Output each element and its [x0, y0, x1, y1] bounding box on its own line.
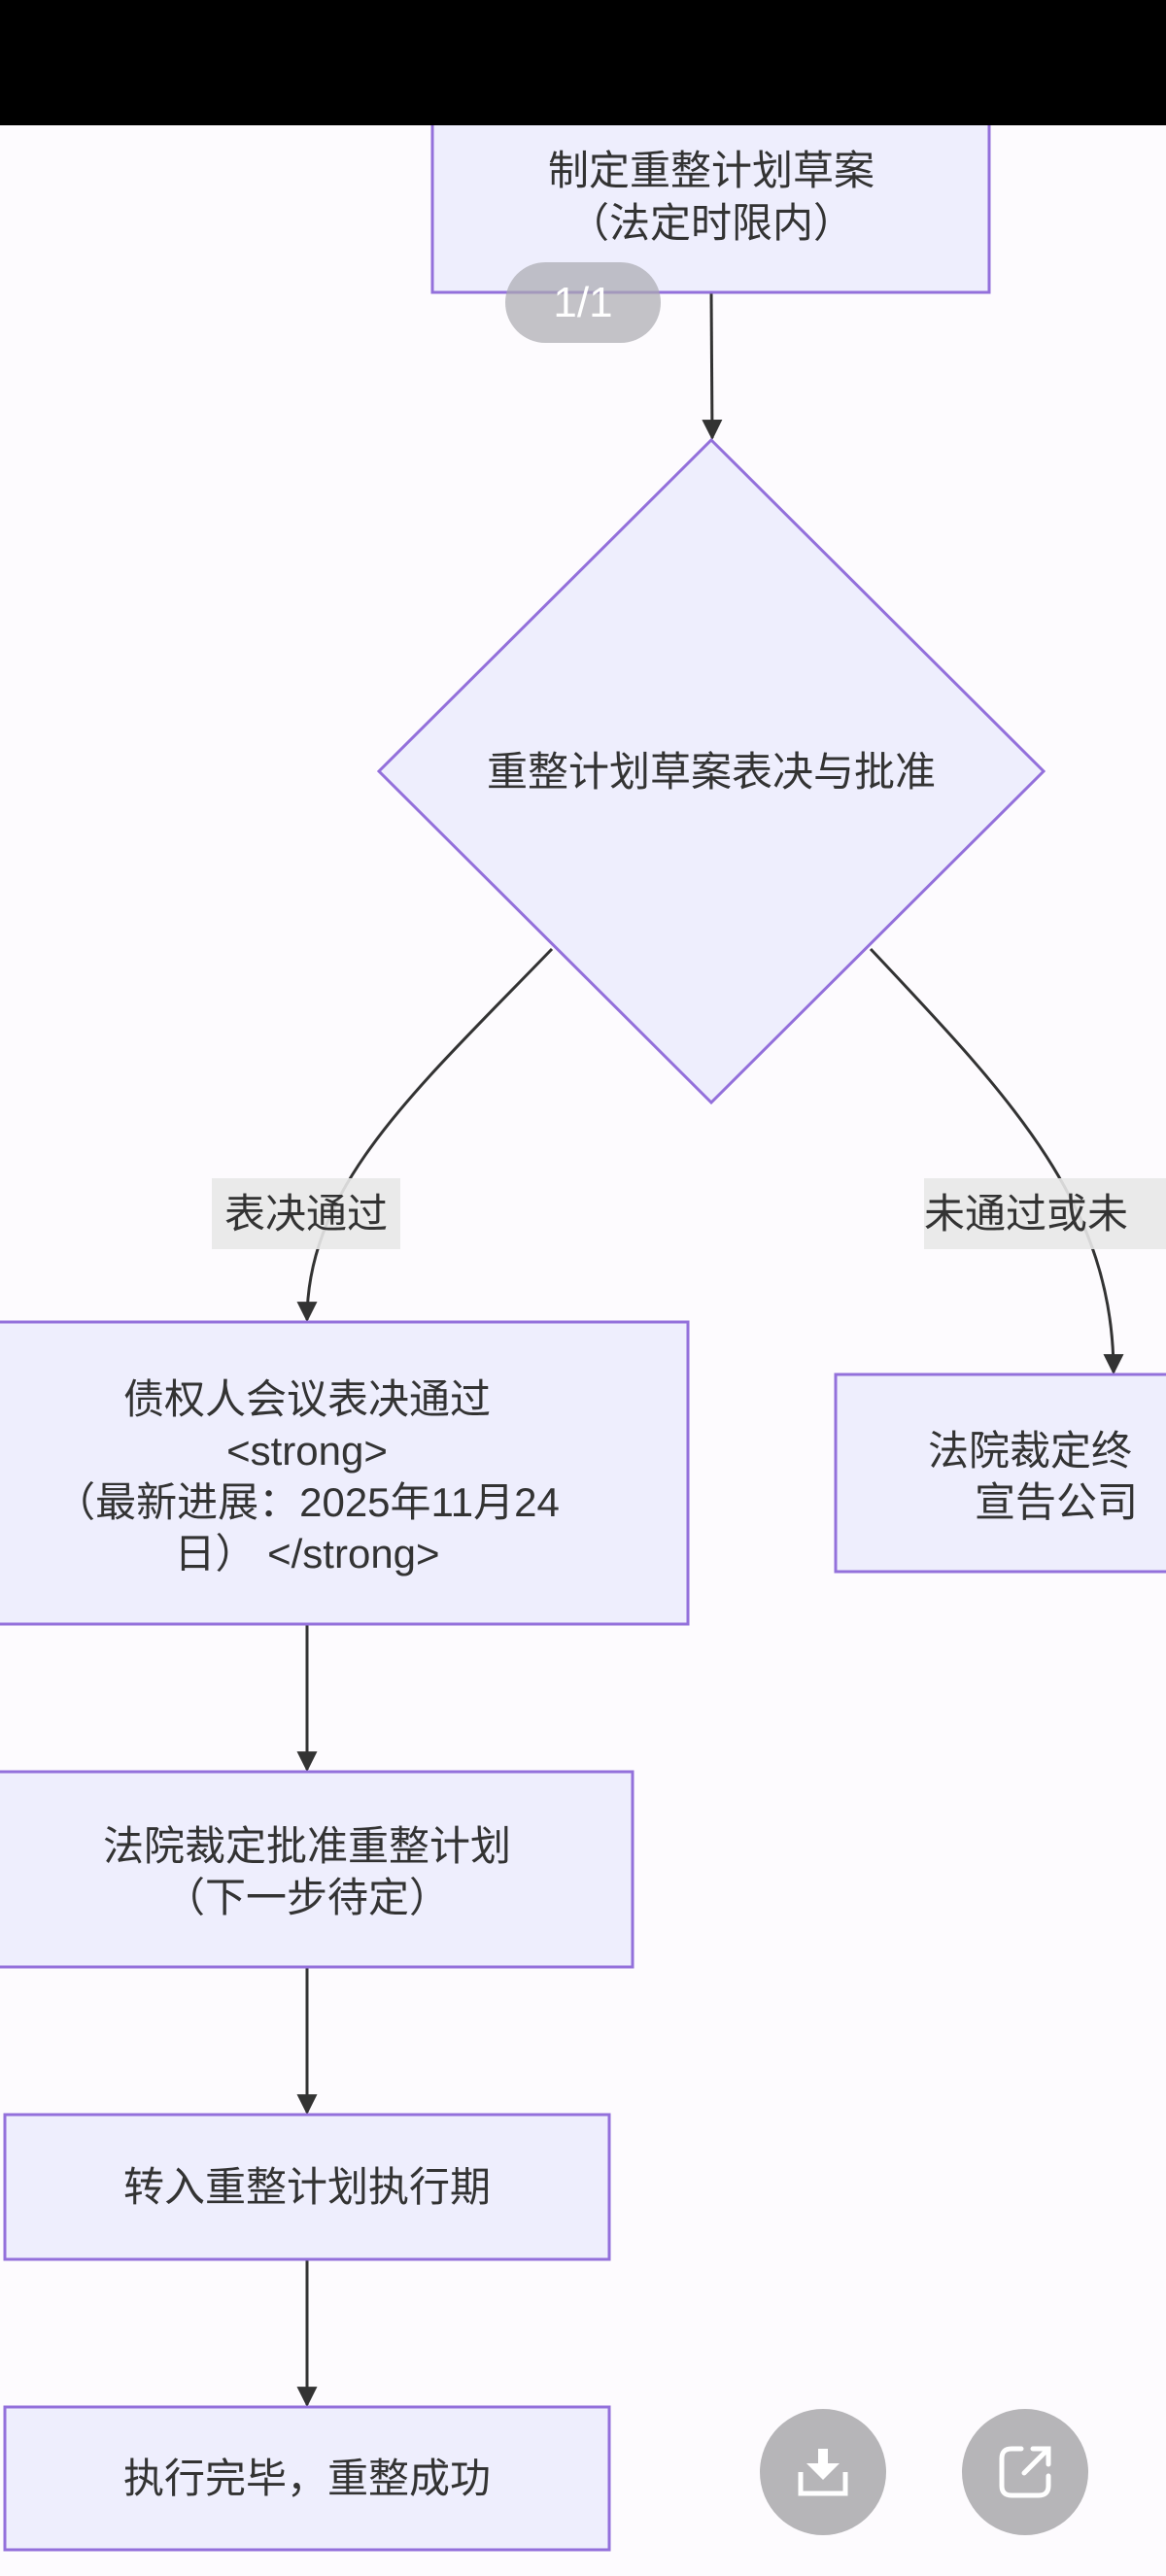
svg-text:法院裁定终: 法院裁定终	[928, 1428, 1132, 1474]
svg-text:表决通过: 表决通过	[224, 1191, 388, 1237]
page-indicator: 1/1	[505, 262, 661, 343]
svg-text:转入重整计划执行期: 转入重整计划执行期	[123, 2164, 491, 2210]
node-court-terminate: 法院裁定终 宣告公司	[834, 1373, 1166, 1574]
edge-label-pass: 表决通过	[212, 1178, 400, 1249]
svg-text:<strong>: <strong>	[226, 1428, 388, 1474]
svg-text:未通过或未: 未通过或未	[924, 1191, 1128, 1237]
edge-label-fail: 未通过或未	[924, 1178, 1166, 1249]
edge-decision-rejected	[869, 947, 1124, 1375]
svg-text:债权人会议表决通过: 债权人会议表决通过	[123, 1376, 491, 1422]
node-draft-plan: 制定重整计划草案 （法定时限内）	[430, 95, 991, 294]
svg-text:法院裁定批准重整计划: 法院裁定批准重整计划	[103, 1823, 511, 1869]
svg-text:（下一步待定）: （下一步待定）	[164, 1875, 450, 1920]
node-decision: 重整计划草案表决与批准	[376, 437, 1046, 1105]
external-link-icon	[999, 2446, 1051, 2498]
node-success: 执行完毕，重整成功	[3, 2405, 611, 2552]
svg-text:宣告公司: 宣告公司	[975, 1479, 1138, 1525]
svg-text:（最新进展：2025年11月24: （最新进展：2025年11月24	[54, 1479, 560, 1525]
status-bar	[0, 0, 1166, 125]
open-external-button[interactable]	[962, 2409, 1088, 2535]
node-court-approve: 法院裁定批准重整计划 （下一步待定）	[0, 1770, 634, 1969]
svg-text:日） </strong>: 日） </strong>	[174, 1531, 439, 1576]
svg-text:（法定时限内）: （法定时限内）	[568, 200, 854, 246]
edge-decision-passed	[296, 947, 554, 1323]
svg-text:制定重整计划草案: 制定重整计划草案	[548, 148, 874, 193]
download-icon	[798, 2449, 848, 2496]
node-execution-period: 转入重整计划执行期	[3, 2113, 611, 2261]
node-creditors-passed: 债权人会议表决通过 <strong> （最新进展：2025年11月24 日） <…	[0, 1320, 690, 1626]
svg-text:重整计划草案表决与批准: 重整计划草案表决与批准	[487, 749, 936, 795]
svg-text:执行完毕，重整成功: 执行完毕，重整成功	[123, 2456, 491, 2501]
download-button[interactable]	[760, 2409, 886, 2535]
edge-draft-decision	[702, 291, 723, 441]
